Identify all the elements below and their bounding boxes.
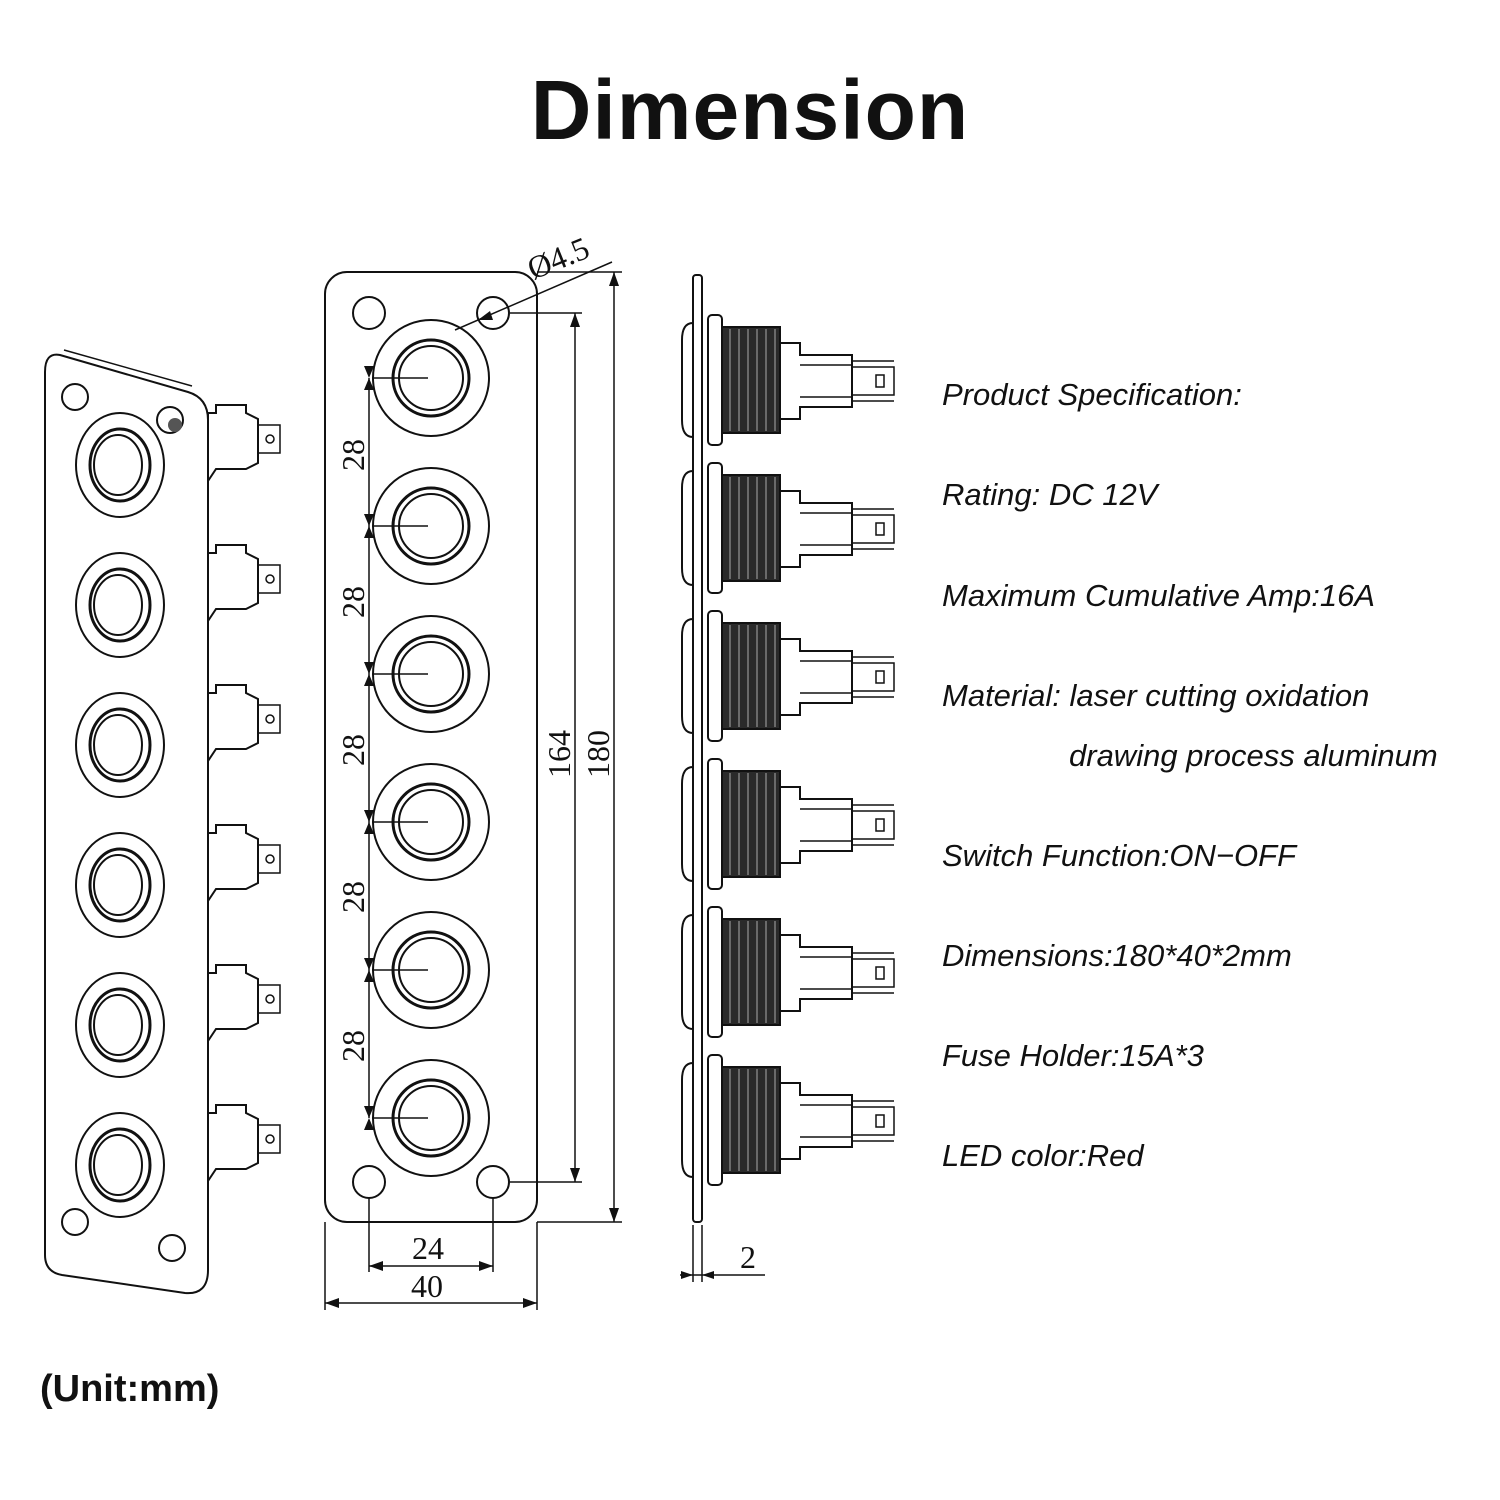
switch-front [372,615,490,733]
spec-heading: Product Specification: [942,377,1242,412]
pitch-label: 28 [335,586,371,618]
side-view-panel [680,274,895,1282]
switch-side [681,906,895,1038]
pitch-label: 28 [335,734,371,766]
dimension-arrow [364,970,374,982]
unit-note: (Unit:mm) [40,1368,220,1410]
total-height-label: 180 [580,730,616,778]
pitch-label: 28 [335,439,371,471]
dimension-arrow [364,1118,374,1130]
switch-perspective [75,964,281,1078]
dimension-arrow [364,662,374,674]
hole-diameter-label: Ø4.5 [522,229,594,286]
switch-side [681,610,895,742]
spec-switch-function: Switch Function:ON−OFF [942,838,1297,873]
switch-side [681,758,895,890]
switch-perspective [75,1104,281,1218]
dimension-arrow [364,514,374,526]
spec-material-cont: drawing process aluminum [1069,738,1438,773]
page-title: Dimension [530,63,970,157]
front-view-panel [324,261,622,1310]
dimension-arrow [364,674,374,686]
switch-front [372,467,490,585]
spec-led-color: LED color:Red [942,1138,1144,1173]
hole-span-horizontal-label: 24 [412,1230,444,1266]
dimension-arrow [364,958,374,970]
spec-material: Material: laser cutting oxidation [942,678,1370,713]
switch-perspective [75,684,281,798]
switch-perspective [75,404,281,518]
spec-rating: Rating: DC 12V [942,477,1158,512]
switch-front [372,319,490,437]
switch-perspective [75,824,281,938]
switch-side [681,462,895,594]
hole-span-vertical-label: 164 [541,730,577,778]
spec-max-amp: Maximum Cumulative Amp:16A [942,578,1375,613]
dimension-arrow [364,366,374,378]
dimension-arrow [364,378,374,390]
switch-side [681,314,895,446]
dimension-arrow [364,810,374,822]
switch-perspective [75,544,281,658]
pitch-label: 28 [335,1030,371,1062]
spec-fuse-holder: Fuse Holder:15A*3 [942,1038,1204,1073]
switch-front [372,911,490,1029]
spec-dimensions: Dimensions:180*40*2mm [942,938,1292,973]
dimension-arrow [364,1106,374,1118]
dimension-arrow [364,822,374,834]
switch-side [681,1054,895,1186]
pitch-label: 28 [335,881,371,913]
thickness-label: 2 [740,1239,756,1275]
total-width-label: 40 [411,1268,443,1304]
dimension-arrow [364,526,374,538]
switch-front [372,763,490,881]
switch-front [372,1059,490,1177]
perspective-panel [44,349,281,1295]
